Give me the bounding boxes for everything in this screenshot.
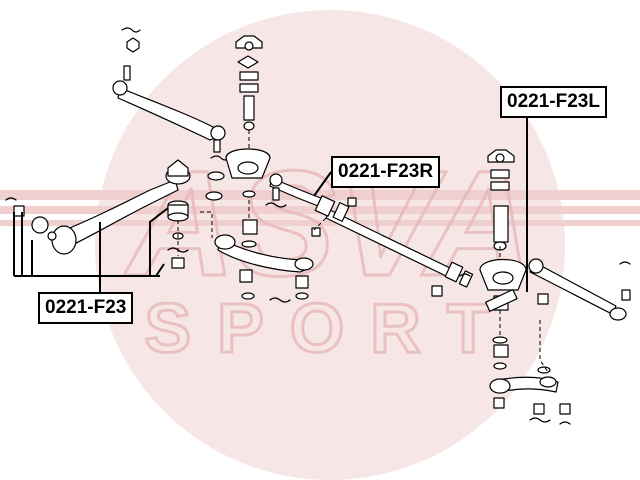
- callout-leader-lines: [13, 116, 528, 292]
- callout-label-0221-f23: 0221-F23: [38, 292, 134, 324]
- right-tie-rod: [311, 195, 474, 297]
- left-lower-control-arm: [5, 159, 191, 255]
- left-bushing-stack: [167, 200, 189, 269]
- callout-label-0221-f23r: 0221-F23R: [331, 156, 441, 188]
- watermark-brand-text: ASVA: [123, 139, 533, 307]
- right-outer-tie-rod: [485, 258, 631, 321]
- callout-label-0221-f23l: 0221-F23L: [500, 86, 607, 118]
- right-idler-assembly: [479, 149, 527, 358]
- center-tie-rod-end: [265, 173, 327, 209]
- center-drag-link: [214, 234, 314, 303]
- watermark-sub-text: SPORT: [144, 289, 515, 367]
- assembly-guide-lines: [177, 130, 549, 373]
- right-lower-arm: [489, 362, 571, 425]
- center-idler-assembly: [205, 35, 271, 248]
